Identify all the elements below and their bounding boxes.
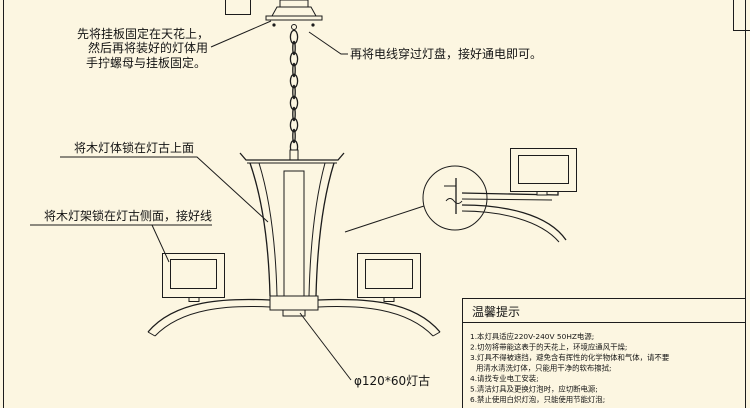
wiring-instruction: 再将电线穿过灯盘，接好通电即可。 — [350, 46, 542, 61]
ceiling-plate — [265, 15, 323, 21]
notes-item: 用清水清洗灯体，只能用干净的软布擦拭; — [476, 364, 612, 373]
left-shade-inner — [170, 259, 217, 289]
chain-connector — [289, 149, 299, 161]
top-left-tab — [225, 0, 251, 15]
canopy-hook — [291, 24, 297, 30]
notes-item: 4.请找专业电工安装; — [470, 374, 539, 383]
right-arm-end-cap — [432, 331, 441, 337]
frame-instruction: 将木灯架锁在灯古侧面，接好线 — [44, 208, 212, 223]
lamp-body — [239, 149, 345, 297]
body-left-upright-outer — [249, 162, 271, 297]
detail-circle — [422, 165, 488, 231]
chain-link — [292, 40, 296, 56]
detail-callout-line — [344, 205, 425, 233]
detail-arm-upper — [461, 204, 567, 241]
right-shade-inner — [365, 259, 413, 289]
mount-instruction-line-3: 手拧螺母与挂板固定。 — [86, 55, 206, 70]
chain — [289, 29, 299, 155]
hub-bottom-cap — [282, 309, 306, 317]
mount-instruction-line-1: 先将挂板固定在天花上， — [77, 26, 209, 41]
notes-title: 温馨提示 — [472, 304, 520, 319]
ceiling-canopy — [265, 0, 323, 30]
left-arm — [147, 298, 271, 337]
notes-box: 温馨提示 1.本灯具适应220V-240V 50HZ电源; 2.切勿将带能这表于… — [462, 298, 746, 408]
canopy-cap — [279, 0, 309, 8]
body-instruction: 将木灯体锁在灯古上面 — [74, 140, 194, 155]
right-arm-upper — [317, 298, 441, 333]
chain-link — [289, 117, 299, 133]
chain-link — [289, 95, 299, 111]
right-arm-lower — [317, 306, 434, 337]
left-shade-outer — [162, 253, 225, 298]
right-arm — [317, 298, 441, 337]
chain-link — [289, 51, 299, 67]
detail-arm-lower — [461, 210, 560, 243]
right-shade-outer — [357, 253, 421, 298]
mount-leader — [210, 20, 272, 48]
detail-shade-inner — [518, 155, 569, 184]
body-inner-column — [283, 170, 305, 297]
body-left-upright-inner — [258, 162, 278, 297]
mount-instruction-line-2: 然后再将装好的灯体用 — [88, 40, 208, 55]
chain-link — [292, 62, 296, 78]
body-right-upright-inner — [308, 162, 326, 297]
chain-link — [292, 106, 296, 122]
left-lamp-holder — [188, 297, 200, 302]
body-leader — [60, 156, 269, 223]
top-right-tab — [733, 0, 750, 31]
screw-right — [311, 23, 315, 27]
left-arm-upper — [147, 298, 271, 333]
body-top-bar — [239, 152, 345, 161]
left-arm-lower — [154, 306, 271, 337]
notes-item: 1.本灯具适应220V-240V 50HZ电源; — [470, 332, 594, 341]
frame-leader — [30, 224, 212, 263]
hub-body — [269, 295, 319, 311]
canopy-cup — [271, 6, 317, 17]
screw-left — [272, 23, 276, 27]
detail-bar-lower — [461, 198, 553, 201]
right-lamp-holder — [383, 297, 395, 302]
notes-box-border — [462, 298, 746, 408]
hub-lamp-base — [269, 295, 319, 317]
notes-item: 3.灯具不得被遮挡，避免含有挥性的化学物体和气体，请不要 — [470, 353, 669, 362]
detail-view — [422, 148, 577, 243]
chain-link — [292, 84, 296, 100]
left-lamp-shade — [162, 253, 225, 302]
wiring-leader — [308, 31, 348, 55]
hub-label: φ120*60灯古 — [354, 373, 430, 388]
notes-item: 5.清洁灯具及更换灯泡时，应切断电源; — [470, 385, 598, 394]
chain-link — [289, 29, 299, 45]
chain-link — [292, 128, 296, 144]
left-arm-end-cap — [147, 331, 156, 337]
hub-leader — [299, 312, 352, 381]
notes-item: 6.禁止使用白炽灯泡，只能使用节能灯泡; — [470, 395, 605, 404]
chain-link — [289, 73, 299, 89]
detail-shade-outer — [510, 148, 577, 192]
detail-lamp-holder — [536, 191, 548, 196]
notes-item: 2.切勿将带能这表于的天花上，环境应通风干燥; — [470, 343, 627, 352]
detail-wire — [445, 198, 463, 204]
body-right-upright-outer — [315, 162, 335, 297]
right-lamp-shade — [357, 253, 421, 302]
